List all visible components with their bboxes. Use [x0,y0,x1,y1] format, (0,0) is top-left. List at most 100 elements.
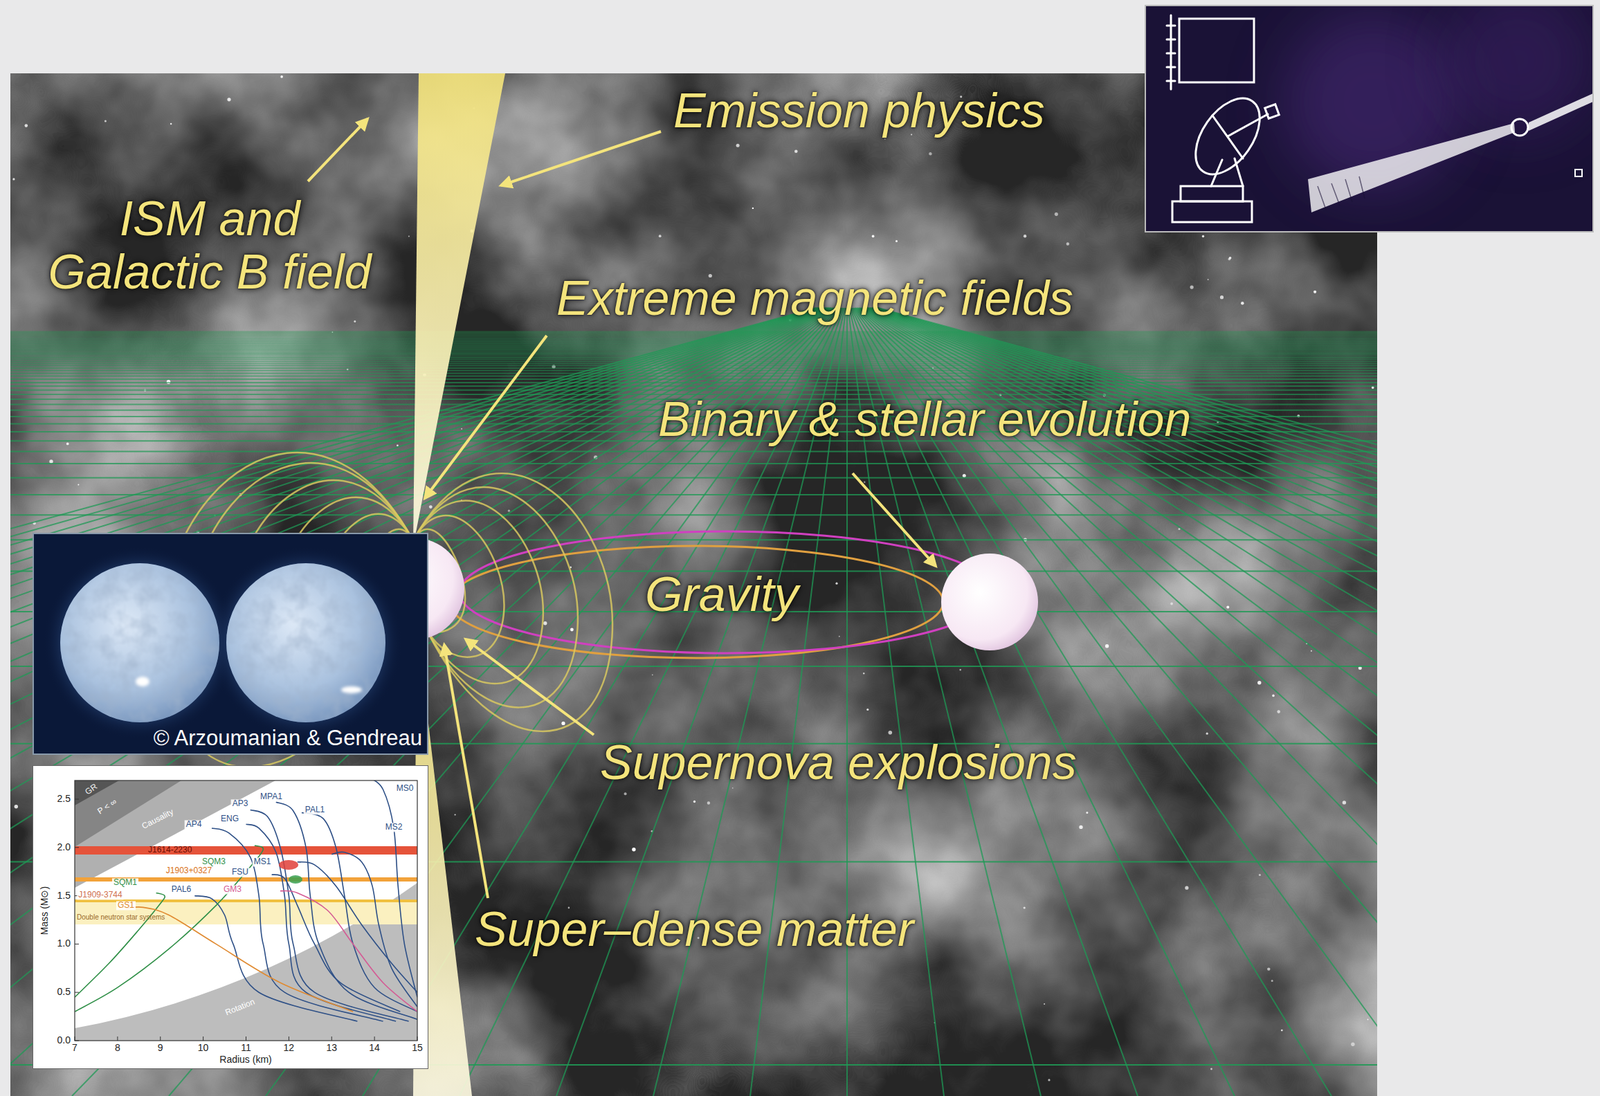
companion-star [941,553,1039,651]
eos-curve [125,907,353,1012]
axis-title: Mass (M⊙) [39,886,50,935]
grid-line [10,334,1378,337]
axis-tick-label: 12 [283,1042,295,1054]
star-dot [408,235,410,238]
grid-line [10,330,1378,333]
star-dot [862,672,865,675]
telescope-inset [1144,4,1594,233]
spacetime-grid [10,307,1378,1096]
axis-tick-label: 7 [71,1042,78,1054]
eos-curve [297,862,418,994]
callout-label: Emission physics [673,84,1045,138]
star-dot [66,442,70,446]
star-dot [693,800,696,803]
star-dot [871,235,875,239]
leader-arrow [852,473,936,567]
star-dot [14,804,18,809]
star-dot [353,320,356,323]
leader-arrow [424,335,547,499]
callout-label: Extreme magnetic fields [556,271,1074,326]
star-dot [959,669,962,672]
tick-mark [74,992,79,994]
star-dot [1257,680,1261,685]
star-dot [24,123,29,128]
constraint-ellipse [278,860,299,870]
callout-label: Super–dense matter [474,903,914,957]
curve-label: FSU [230,867,250,877]
callout-label: Supernova explosions [600,736,1077,790]
star-dot [1226,606,1230,609]
grid-line [10,367,1378,369]
axis-tick-label: 15 [411,1042,423,1054]
curve-label: PAL1 [303,805,326,815]
star-dot [1210,1068,1213,1071]
band-label: Double neutron star systems [76,913,165,922]
tick-mark [116,1036,118,1041]
star-dot [1207,278,1209,281]
eos-curves [74,780,418,1022]
star-dot [1206,732,1209,735]
star-dot [12,177,15,180]
eos-curve [271,874,401,1012]
orbit-ellipse [449,546,944,659]
band-label: J1614-2230 [148,845,192,855]
star-dot [838,635,841,638]
star-dot [1350,1042,1355,1047]
axis-tick-label: 0.5 [57,986,71,998]
star-dot [454,813,457,816]
grid-line [10,494,1378,496]
star-dot [561,721,565,726]
eos-curve [331,851,418,1007]
tick-mark [74,1036,76,1041]
leader-arrow [465,639,594,735]
star-dot [1078,825,1083,830]
grid-line [10,451,1378,453]
star-dot [104,120,107,123]
star-dot [863,481,866,484]
star-dot [1202,235,1205,238]
band-label: J1909-3744 [76,890,124,900]
mass-radius-plot: GRP < ∞CausalityMS0MS2AP3MPA1PAL1AP4ENGJ… [32,765,429,1070]
grid-line [10,462,1378,465]
axis-tick-label: 13 [325,1042,338,1054]
star-dot [1258,874,1261,877]
star-dot [77,484,79,486]
leader-arrow [307,119,368,182]
causality-region [74,780,276,888]
curve-label: MS0 [395,784,416,794]
callout-label: Binary & stellar evolution [658,393,1192,447]
tick-mark [74,799,79,800]
eos-curve [301,813,418,1013]
tick-mark [331,1036,333,1041]
star-dot [570,628,574,632]
axis-tick-label: 10 [197,1042,209,1054]
leader-arrow [501,131,661,186]
curve-label: AP3 [231,799,250,809]
curve-label: SQM1 [112,878,139,888]
star-dot [1313,290,1317,294]
star-dot [736,143,740,148]
star-dot [658,234,662,238]
grid-line [10,385,1378,387]
axis-tick-label: 2.0 [57,842,71,853]
tick-mark [159,1036,161,1041]
dns-band [74,901,418,925]
star-dot [1054,212,1059,216]
star-dot [1023,234,1027,238]
tick-mark [74,1040,79,1042]
star-dot [651,674,654,676]
grid-line [10,332,1378,334]
grid-line [10,335,1378,338]
star-dot [1240,301,1245,306]
tick-mark [288,1036,290,1041]
star-dot [752,207,754,209]
star-dot [1220,295,1224,299]
star-dot [1023,906,1026,909]
curve-label: PAL6 [170,885,193,895]
star-dot [928,152,932,156]
neutron-star-inset: © Arzoumanian & Gendreau [32,532,429,756]
callout-label: Gravity [644,568,799,622]
star-dot [1105,644,1109,648]
axis-tick-label: 1.5 [57,890,71,902]
tick-mark [245,1036,247,1041]
